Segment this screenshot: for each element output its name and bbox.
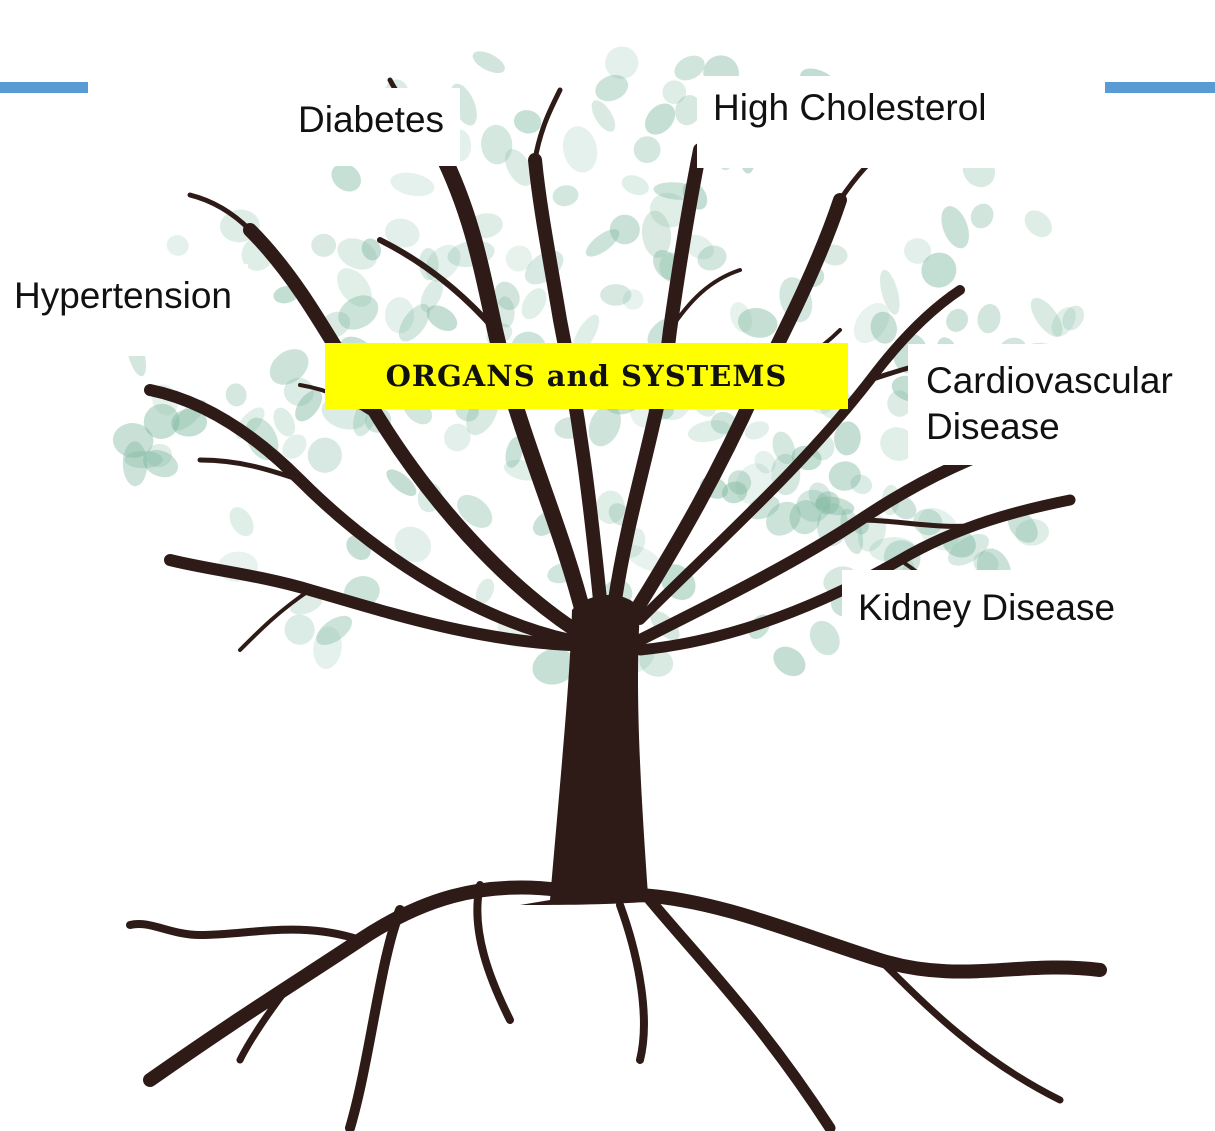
accent-bar-left bbox=[0, 82, 88, 93]
leaf bbox=[281, 611, 317, 648]
leaf bbox=[975, 302, 1003, 335]
cardiovascular-line-1: Cardiovascular bbox=[926, 358, 1215, 404]
root bbox=[620, 905, 644, 1060]
leaf bbox=[124, 451, 162, 468]
root bbox=[130, 924, 360, 940]
accent-bar-right bbox=[1105, 82, 1215, 93]
leaf bbox=[619, 172, 652, 199]
leaf bbox=[942, 305, 973, 336]
leaf bbox=[639, 98, 681, 141]
leaf bbox=[804, 616, 845, 661]
leaf bbox=[551, 183, 580, 208]
leaf bbox=[164, 232, 192, 259]
root bbox=[880, 960, 1060, 1100]
leaf bbox=[587, 97, 620, 136]
leaf bbox=[967, 200, 998, 233]
leaf bbox=[936, 202, 974, 252]
leaf bbox=[311, 233, 337, 257]
leaf bbox=[388, 169, 436, 199]
diabetes-label: Diabetes bbox=[282, 88, 460, 166]
cardiovascular-disease-label: Cardiovascular Disease bbox=[908, 344, 1215, 465]
leaf bbox=[629, 131, 666, 168]
root bbox=[150, 887, 560, 1080]
hypertension-label: Hypertension bbox=[0, 264, 248, 356]
leaf bbox=[1019, 205, 1057, 243]
center-label-text: ORGANS and SYSTEMS bbox=[386, 359, 788, 393]
leaf bbox=[582, 224, 624, 261]
leaf bbox=[558, 123, 601, 176]
organs-and-systems-label: ORGANS and SYSTEMS bbox=[325, 343, 848, 409]
root bbox=[477, 885, 510, 1020]
kidney-disease-label: Kidney Disease bbox=[842, 570, 1131, 666]
leaf bbox=[768, 641, 812, 683]
leaf bbox=[516, 284, 551, 324]
leaf bbox=[225, 503, 259, 541]
high-cholesterol-label: High Cholesterol bbox=[697, 76, 1003, 168]
leaf bbox=[512, 107, 544, 136]
leaf bbox=[306, 436, 343, 474]
leaf bbox=[469, 47, 508, 78]
leaf bbox=[224, 382, 249, 409]
cardiovascular-line-2: Disease bbox=[926, 404, 1215, 450]
